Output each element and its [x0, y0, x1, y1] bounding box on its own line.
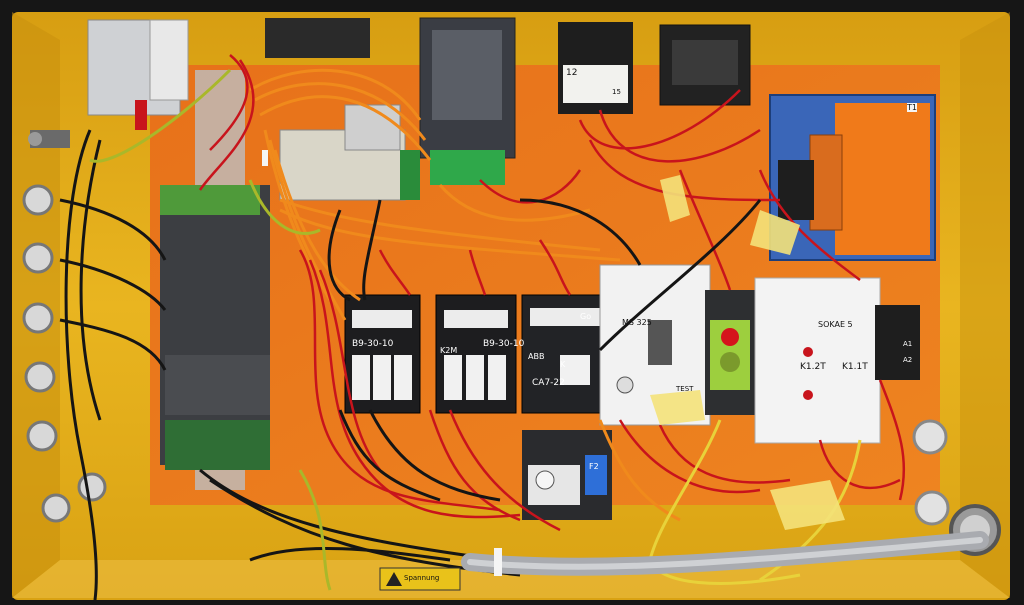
warning-text: Spannung — [404, 574, 440, 582]
contactor-2 — [435, 294, 517, 414]
contactor-3-model: CA7-22 — [532, 378, 565, 388]
timer-dial-12: 12 — [566, 68, 578, 78]
transformer-tag: T1 — [907, 103, 917, 112]
motor-breaker-test: TEST — [676, 385, 694, 393]
contactor-3-tag: K — [560, 360, 566, 369]
ground-wires — [89, 68, 332, 591]
orange-wires — [249, 68, 681, 522]
motor-breaker-model: MS 325 — [622, 318, 652, 327]
relay-tag-2: K1.1T — [842, 362, 868, 372]
contactor-1 — [344, 294, 421, 414]
left-cable-glands — [22, 130, 107, 523]
timer-relay — [705, 290, 755, 415]
top-center-block — [265, 18, 370, 58]
contactor-3-brand: ABB — [528, 352, 545, 361]
timer-dial-15: 15 — [612, 88, 621, 96]
terminal-block-left — [160, 185, 270, 465]
relay-module — [754, 277, 881, 444]
relay-tag-1: K1.2T — [800, 362, 826, 372]
contactor-1-model: B9-30-10 — [352, 339, 394, 349]
contactor-2-tag: K2M — [440, 346, 458, 355]
aux-contactor — [875, 305, 920, 380]
bottom-wall — [12, 560, 1010, 598]
tape-flags — [650, 175, 845, 530]
overload-relay — [522, 430, 612, 520]
right-wall — [960, 12, 1010, 598]
coil-terminal-a1: A1 — [903, 340, 913, 348]
relay-brand: SOKAE 5 — [818, 320, 853, 329]
overload-tag: F2 — [589, 462, 599, 471]
small-tag: Go — [580, 312, 592, 321]
contactor-2-model: B9-30-10 — [483, 339, 525, 349]
coil-terminal-a2: A2 — [903, 356, 913, 364]
